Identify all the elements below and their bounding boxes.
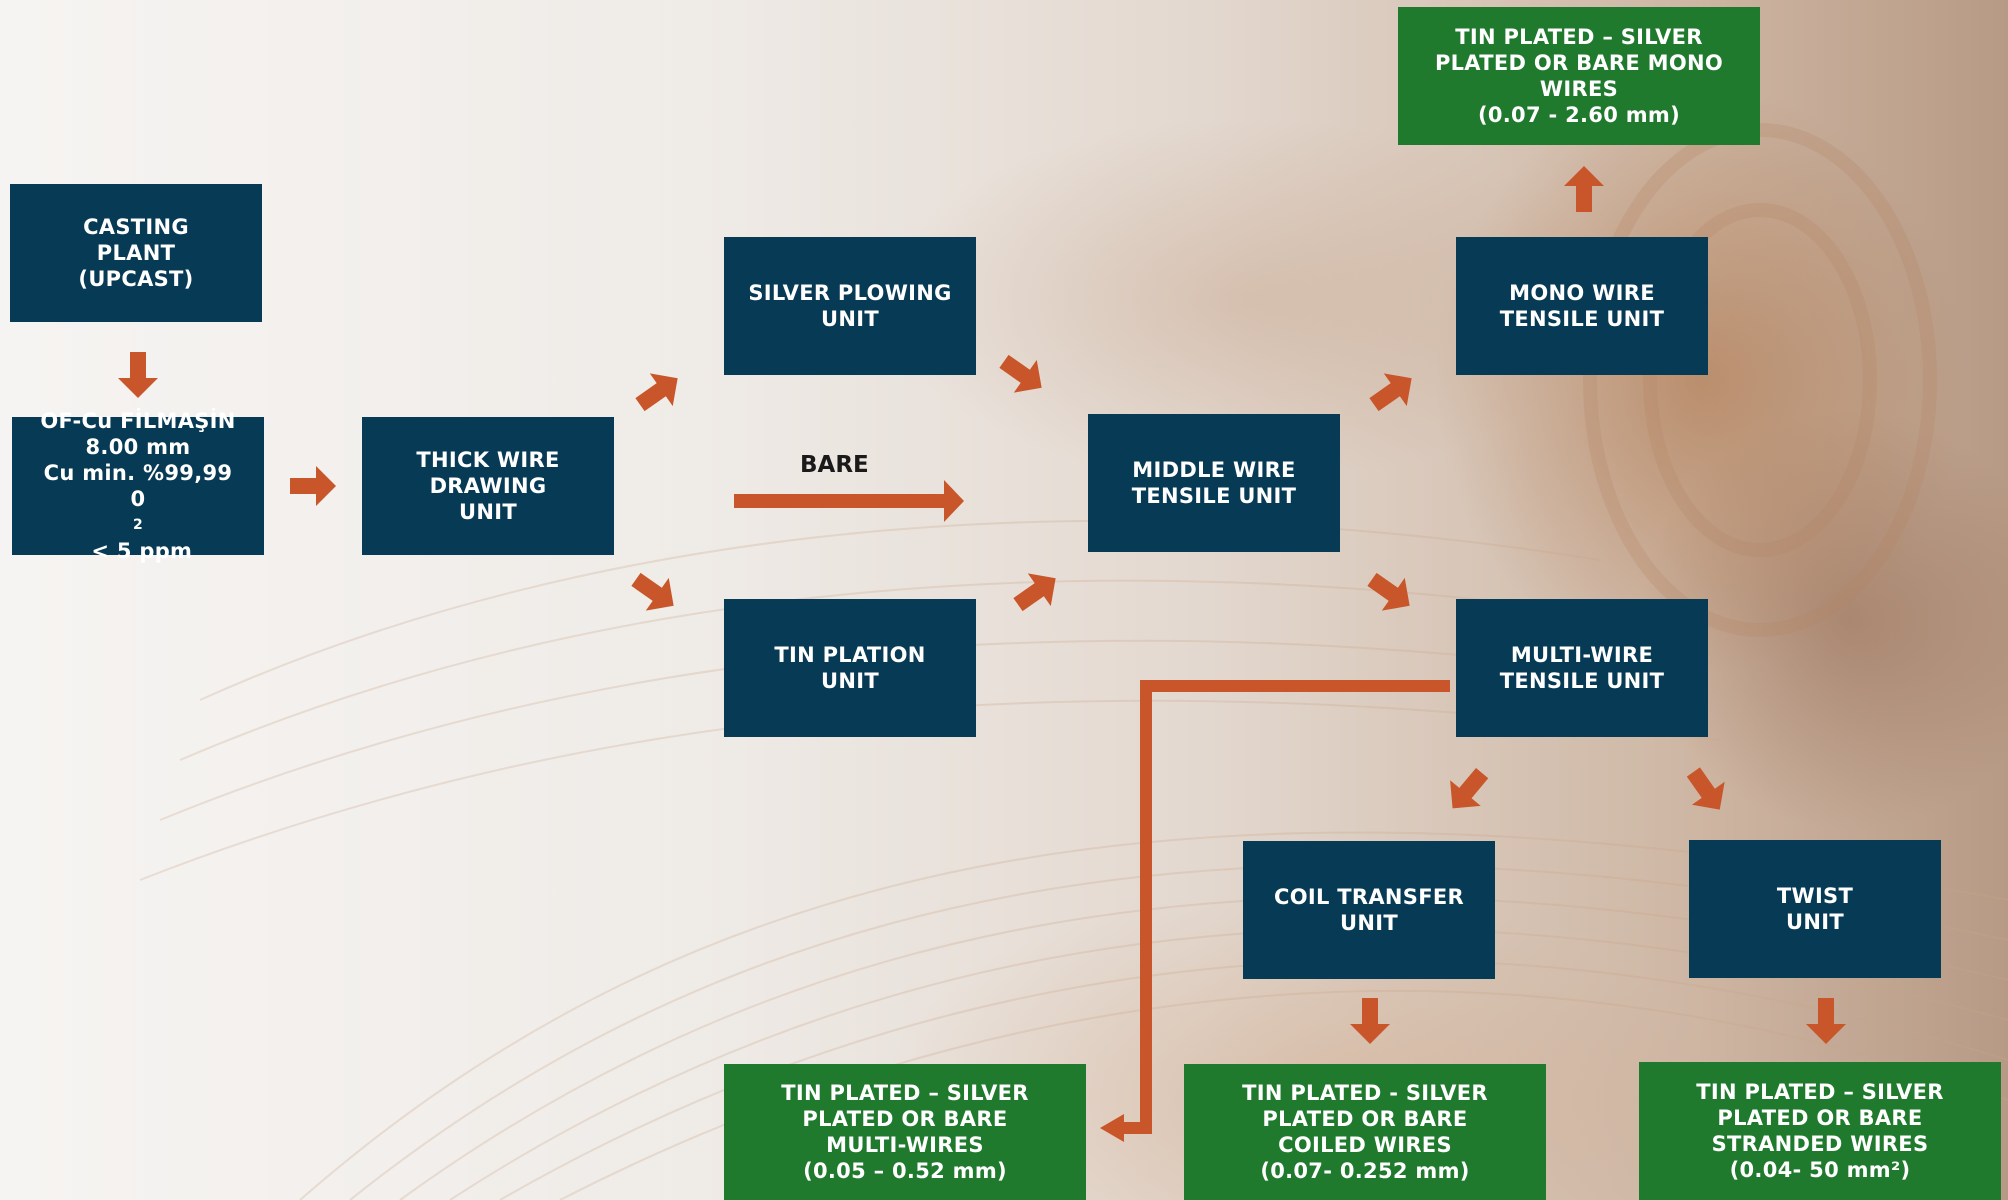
silver-plowing-box: SILVER PLOWING UNIT bbox=[724, 237, 976, 375]
middle-wire-line-1: MIDDLE WIRE bbox=[1132, 458, 1296, 482]
arrow-multi-to-twist bbox=[1676, 760, 1737, 822]
multi-output-line-2: PLATED OR BARE bbox=[802, 1107, 1008, 1131]
mono-wire-line-1: MONO WIRE bbox=[1509, 281, 1655, 305]
of-cu-line-4: 0 2 < 5 ppm bbox=[40, 486, 235, 564]
multi-wires-output-box: TIN PLATED – SILVER PLATED OR BARE MULTI… bbox=[724, 1064, 1086, 1200]
multi-output-line-3: MULTI-WIRES bbox=[826, 1133, 984, 1157]
arrow-bare-bypass bbox=[734, 480, 964, 522]
mono-wire-tensile-box: MONO WIRE TENSILE UNIT bbox=[1456, 237, 1708, 375]
stranded-wires-output-box: TIN PLATED – SILVER PLATED OR BARE STRAN… bbox=[1639, 1062, 2001, 1200]
middle-wire-line-2: TENSILE UNIT bbox=[1131, 484, 1297, 508]
coiled-output-line-1: TIN PLATED - SILVER bbox=[1242, 1081, 1488, 1105]
arrow-middle-to-multi bbox=[1360, 562, 1422, 623]
arrow-middle-to-mono bbox=[1362, 361, 1424, 422]
coiled-output-line-3: COILED WIRES bbox=[1278, 1133, 1452, 1157]
coiled-wires-output-box: TIN PLATED - SILVER PLATED OR BARE COILE… bbox=[1184, 1064, 1546, 1200]
of-cu-filmasin-box: OF-Cu FİLMAŞİN 8.00 mm Cu min. %99,99 0 2… bbox=[12, 409, 264, 563]
arrow-mono-to-output bbox=[1564, 166, 1604, 212]
twist-line-2: UNIT bbox=[1786, 910, 1844, 934]
silver-plowing-line-1: SILVER PLOWING bbox=[748, 281, 952, 305]
coiled-output-line-4: (0.07- 0.252 mm) bbox=[1260, 1159, 1470, 1183]
mono-output-line-2: PLATED OR BARE MONO bbox=[1434, 51, 1724, 75]
coil-transfer-line-2: UNIT bbox=[1340, 911, 1398, 935]
tin-plation-box: TIN PLATION UNIT bbox=[724, 599, 976, 737]
middle-wire-tensile-box: MIDDLE WIRE TENSILE UNIT bbox=[1088, 414, 1340, 552]
thick-wire-line-1: THICK WIRE bbox=[416, 448, 560, 472]
casting-plant-line-1: CASTING bbox=[83, 215, 189, 239]
arrow-tin-to-middle bbox=[1006, 561, 1068, 622]
arrow-silver-to-middle bbox=[992, 344, 1054, 405]
of-cu-line-1: OF-Cu FİLMAŞİN bbox=[40, 409, 236, 433]
multi-output-line-1: TIN PLATED – SILVER bbox=[781, 1081, 1029, 1105]
oxygen-limit: < 5 ppm bbox=[83, 539, 193, 563]
thick-wire-drawing-box: THICK WIRE DRAWING UNIT bbox=[362, 417, 614, 555]
stranded-output-line-4: (0.04- 50 mm²) bbox=[1729, 1158, 1911, 1182]
of-cu-line-2: 8.00 mm bbox=[85, 435, 191, 459]
arrow-drawing-to-tin bbox=[624, 562, 686, 623]
mono-output-line-4: (0.07 - 2.60 mm) bbox=[1477, 103, 1681, 127]
coil-transfer-line-1: COIL TRANSFER bbox=[1274, 885, 1464, 909]
arrow-multi-to-multiwires-output bbox=[1100, 680, 1450, 1142]
arrow-multi-to-coil bbox=[1437, 760, 1498, 822]
arrow-twist-to-output bbox=[1806, 998, 1846, 1044]
stranded-output-line-3: STRANDED WIRES bbox=[1711, 1132, 1929, 1156]
arrow-casting-to-filmasin bbox=[118, 352, 158, 398]
of-cu-line-3: Cu min. %99,99 bbox=[43, 461, 233, 485]
arrow-coil-to-output bbox=[1350, 998, 1390, 1044]
coil-transfer-box: COIL TRANSFER UNIT bbox=[1243, 841, 1495, 979]
mono-wires-output-box: TIN PLATED – SILVER PLATED OR BARE MONO … bbox=[1398, 7, 1760, 145]
arrow-filmasin-to-drawing bbox=[290, 466, 336, 506]
silver-plowing-line-2: UNIT bbox=[821, 307, 879, 331]
tin-plation-line-2: UNIT bbox=[821, 669, 879, 693]
multi-wire-line-1: MULTI-WIRE bbox=[1510, 643, 1654, 667]
mono-wire-line-2: TENSILE UNIT bbox=[1499, 307, 1665, 331]
thick-wire-line-2: DRAWING bbox=[429, 474, 547, 498]
multi-wire-line-2: TENSILE UNIT bbox=[1499, 669, 1665, 693]
casting-plant-line-3: (UPCAST) bbox=[78, 267, 194, 291]
twist-unit-box: TWIST UNIT bbox=[1689, 840, 1941, 978]
multi-wire-tensile-box: MULTI-WIRE TENSILE UNIT bbox=[1456, 599, 1708, 737]
oxygen-subscript: 2 bbox=[132, 517, 144, 533]
tin-plation-line-1: TIN PLATION bbox=[774, 643, 926, 667]
casting-plant-line-2: PLANT bbox=[96, 241, 176, 265]
arrow-drawing-to-silver bbox=[628, 361, 690, 422]
mono-output-line-3: WIRES bbox=[1539, 77, 1619, 101]
twist-line-1: TWIST bbox=[1776, 884, 1854, 908]
casting-plant-box: CASTING PLANT (UPCAST) bbox=[10, 184, 262, 322]
oxygen-symbol: 0 bbox=[130, 487, 146, 511]
stranded-output-line-2: PLATED OR BARE bbox=[1717, 1106, 1923, 1130]
bare-path-label: BARE bbox=[800, 452, 869, 478]
multi-output-line-4: (0.05 – 0.52 mm) bbox=[803, 1159, 1007, 1183]
thick-wire-line-3: UNIT bbox=[459, 500, 517, 524]
coiled-output-line-2: PLATED OR BARE bbox=[1262, 1107, 1468, 1131]
stranded-output-line-1: TIN PLATED – SILVER bbox=[1696, 1080, 1944, 1104]
mono-output-line-1: TIN PLATED – SILVER bbox=[1455, 25, 1703, 49]
